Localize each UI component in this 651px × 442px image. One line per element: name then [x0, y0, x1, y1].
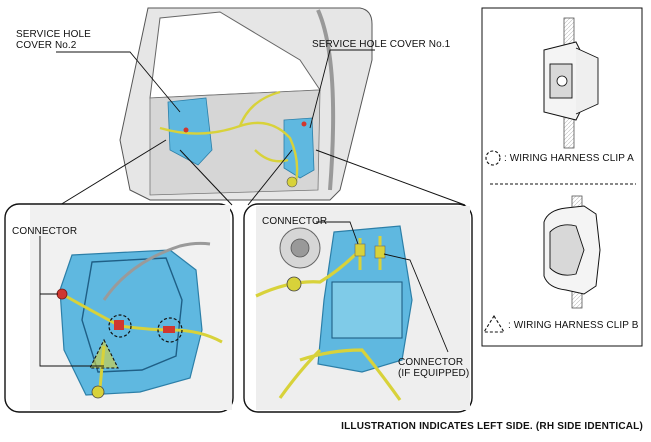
connector-yellow-1 — [354, 243, 366, 257]
label-service-hole-cover-2: SERVICE HOLE COVER No.2 — [16, 29, 91, 51]
control-module — [331, 281, 403, 339]
connector-yellow-2 — [374, 245, 386, 259]
legend-panel — [481, 7, 643, 347]
overview-speaker-mount — [286, 176, 298, 188]
label-connector-right: CONNECTOR — [262, 216, 328, 227]
service-hole-cover-1-small — [283, 117, 315, 179]
connector-left-leader — [39, 236, 104, 367]
detail-panel-left — [4, 203, 234, 413]
clip-b-illustration — [543, 195, 601, 309]
door-window-opening — [149, 11, 321, 99]
wiring-harness-overview — [159, 90, 299, 183]
label-connector-if-equipped: CONNECTOR (IF EQUIPPED) — [398, 357, 469, 379]
label-connector-if-equipped-line1: CONNECTOR — [398, 357, 464, 368]
label-connector-left: CONNECTOR — [12, 226, 78, 237]
label-service-hole-cover-2-line1: SERVICE HOLE — [16, 29, 91, 40]
connector-if-equipped-leader — [383, 253, 449, 353]
wiring-harness-left-detail — [61, 292, 223, 344]
clip-a-marker-1 — [108, 314, 132, 338]
connector-right-leader — [316, 221, 359, 245]
connector-red-left — [56, 288, 68, 300]
overview-connector-1 — [183, 127, 189, 133]
overview-connector-2 — [301, 121, 307, 127]
label-connector-if-equipped-line2: (IF EQUIPPED) — [398, 368, 470, 379]
speaker-mount-right — [286, 276, 302, 292]
cover-2-inner-outline — [81, 257, 183, 373]
zoom-lines — [59, 139, 466, 206]
cable-gray-left — [102, 241, 211, 301]
clip-a-illustration — [543, 17, 599, 149]
clip-a-marker-2 — [157, 317, 183, 343]
legend-clip-a-text: : WIRING HARNESS CLIP A — [504, 153, 634, 164]
speaker-mount-left — [91, 385, 105, 399]
label-service-hole-cover-1: SERVICE HOLE COVER No.1 — [312, 39, 451, 50]
detail-panel-right — [243, 203, 473, 413]
clip-b-marker — [89, 338, 119, 369]
door-overview — [119, 7, 373, 201]
footer-note: ILLUSTRATION INDICATES LEFT SIDE. (RH SI… — [341, 421, 643, 432]
wiring-harness-right-detail — [255, 248, 402, 401]
clip-a-legend-symbol — [485, 150, 501, 166]
service-hole-cover-2-small — [167, 97, 213, 166]
label-service-hole-cover-2-line2: COVER No.2 — [16, 40, 77, 51]
top-leaders — [56, 49, 375, 129]
legend-clip-b-text: : WIRING HARNESS CLIP B — [508, 320, 639, 331]
door-right-edge — [316, 9, 336, 191]
